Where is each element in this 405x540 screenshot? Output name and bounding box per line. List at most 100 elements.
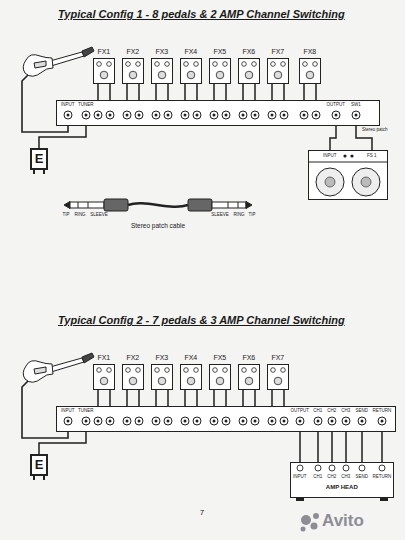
patch-cable — [39, 126, 86, 148]
jack — [123, 111, 131, 119]
pedal-knob — [97, 62, 102, 67]
pedal-knob — [223, 368, 228, 373]
tuner-body — [30, 454, 48, 476]
plug-part: SLEEVE — [90, 212, 108, 217]
jack — [193, 111, 201, 119]
amp-panel-line — [308, 162, 388, 163]
pedal-footswitch — [245, 71, 253, 79]
jack — [222, 417, 230, 425]
jack-label: RETURN — [372, 474, 391, 479]
jack-hole — [167, 420, 170, 423]
plug-shaft — [212, 202, 246, 208]
jack-hole — [225, 420, 228, 423]
amp-foot — [380, 498, 388, 501]
jack — [297, 465, 303, 471]
jack-label: INPUT — [61, 408, 75, 413]
pedal-label: FX3 — [155, 48, 168, 56]
jack — [251, 417, 259, 425]
tuner-box: E — [30, 148, 48, 170]
pedal-body — [122, 364, 144, 390]
patch-cable — [155, 84, 157, 100]
pedal-knob — [194, 62, 199, 67]
jack-hole — [335, 114, 338, 117]
jack-label: CH3 — [341, 408, 350, 413]
tuner-box: E — [30, 454, 48, 476]
amp-foot — [296, 498, 304, 501]
amp-speaker — [316, 168, 344, 196]
pedal-label: FX4 — [184, 48, 197, 56]
pedal-knob — [313, 62, 318, 67]
jack-hole — [299, 420, 302, 423]
pedal-knob — [281, 368, 286, 373]
jack — [268, 417, 276, 425]
jack-hole — [317, 420, 320, 423]
guitar-head — [82, 353, 94, 363]
jack-label: INPUT — [61, 102, 75, 107]
jack — [106, 417, 114, 425]
pedal-body — [93, 58, 115, 84]
pedal-label: FX1 — [97, 354, 110, 362]
jack-label: CH2 — [327, 408, 336, 413]
jack-hole — [303, 114, 306, 117]
patch-cable — [283, 84, 285, 100]
pedal-box: FX5 — [209, 364, 231, 390]
jack-hole — [242, 114, 245, 117]
tuner-display: E — [35, 457, 44, 473]
pedal-footswitch — [216, 71, 224, 79]
pedal-body — [93, 364, 115, 390]
jack — [342, 417, 350, 425]
jack-label: OUTPUT — [291, 408, 310, 413]
pedal-body — [151, 58, 173, 84]
jack — [82, 417, 90, 425]
figure-caption: Stereo patch cable — [131, 222, 185, 230]
jack — [280, 111, 288, 119]
jack-label: CH3 — [341, 474, 350, 479]
cable — [128, 203, 188, 206]
pedal-knob — [126, 368, 131, 373]
pedal-box: FX4 — [180, 364, 202, 390]
jack — [64, 417, 72, 425]
pedal-body — [299, 58, 321, 84]
jack — [135, 417, 143, 425]
jack — [329, 465, 335, 471]
jack-hole — [67, 420, 70, 423]
patch-cable — [196, 390, 198, 406]
patch-cable — [242, 84, 244, 100]
plug-part: TIP — [248, 212, 255, 217]
jack-hole — [67, 114, 70, 117]
jack-hole — [85, 114, 88, 117]
patch-cable — [254, 390, 256, 406]
jack-hole — [155, 114, 158, 117]
plug-ring — [78, 202, 79, 208]
pedal-knob — [194, 368, 199, 373]
plug-part: RING — [233, 212, 244, 217]
jack-label: CH1 — [313, 474, 322, 479]
patch-cable — [315, 84, 317, 100]
pedal-knob — [223, 62, 228, 67]
jack-hole — [271, 420, 274, 423]
patch-cable — [317, 432, 319, 462]
pedal-knob — [155, 368, 160, 373]
pedal-body — [267, 58, 289, 84]
jack — [222, 111, 230, 119]
patch-cable — [97, 390, 99, 406]
jack — [300, 111, 308, 119]
patch-cable — [361, 432, 363, 462]
patch-cable — [167, 390, 169, 406]
pedal-box: FX6 — [238, 364, 260, 390]
jack — [343, 465, 349, 471]
patch-cable — [381, 432, 383, 462]
pedal-box: FX1 — [93, 364, 115, 390]
pedal-box: FX7 — [267, 58, 289, 84]
jack — [135, 111, 143, 119]
jack-hole — [97, 420, 100, 423]
jack-hole — [138, 420, 141, 423]
pedal-box: FX2 — [122, 58, 144, 84]
patch-cable — [303, 84, 305, 100]
jack — [152, 111, 160, 119]
guitar-pickguard — [34, 367, 46, 374]
jack — [106, 111, 114, 119]
pedal-body — [209, 364, 231, 390]
jack-hole — [126, 114, 129, 117]
